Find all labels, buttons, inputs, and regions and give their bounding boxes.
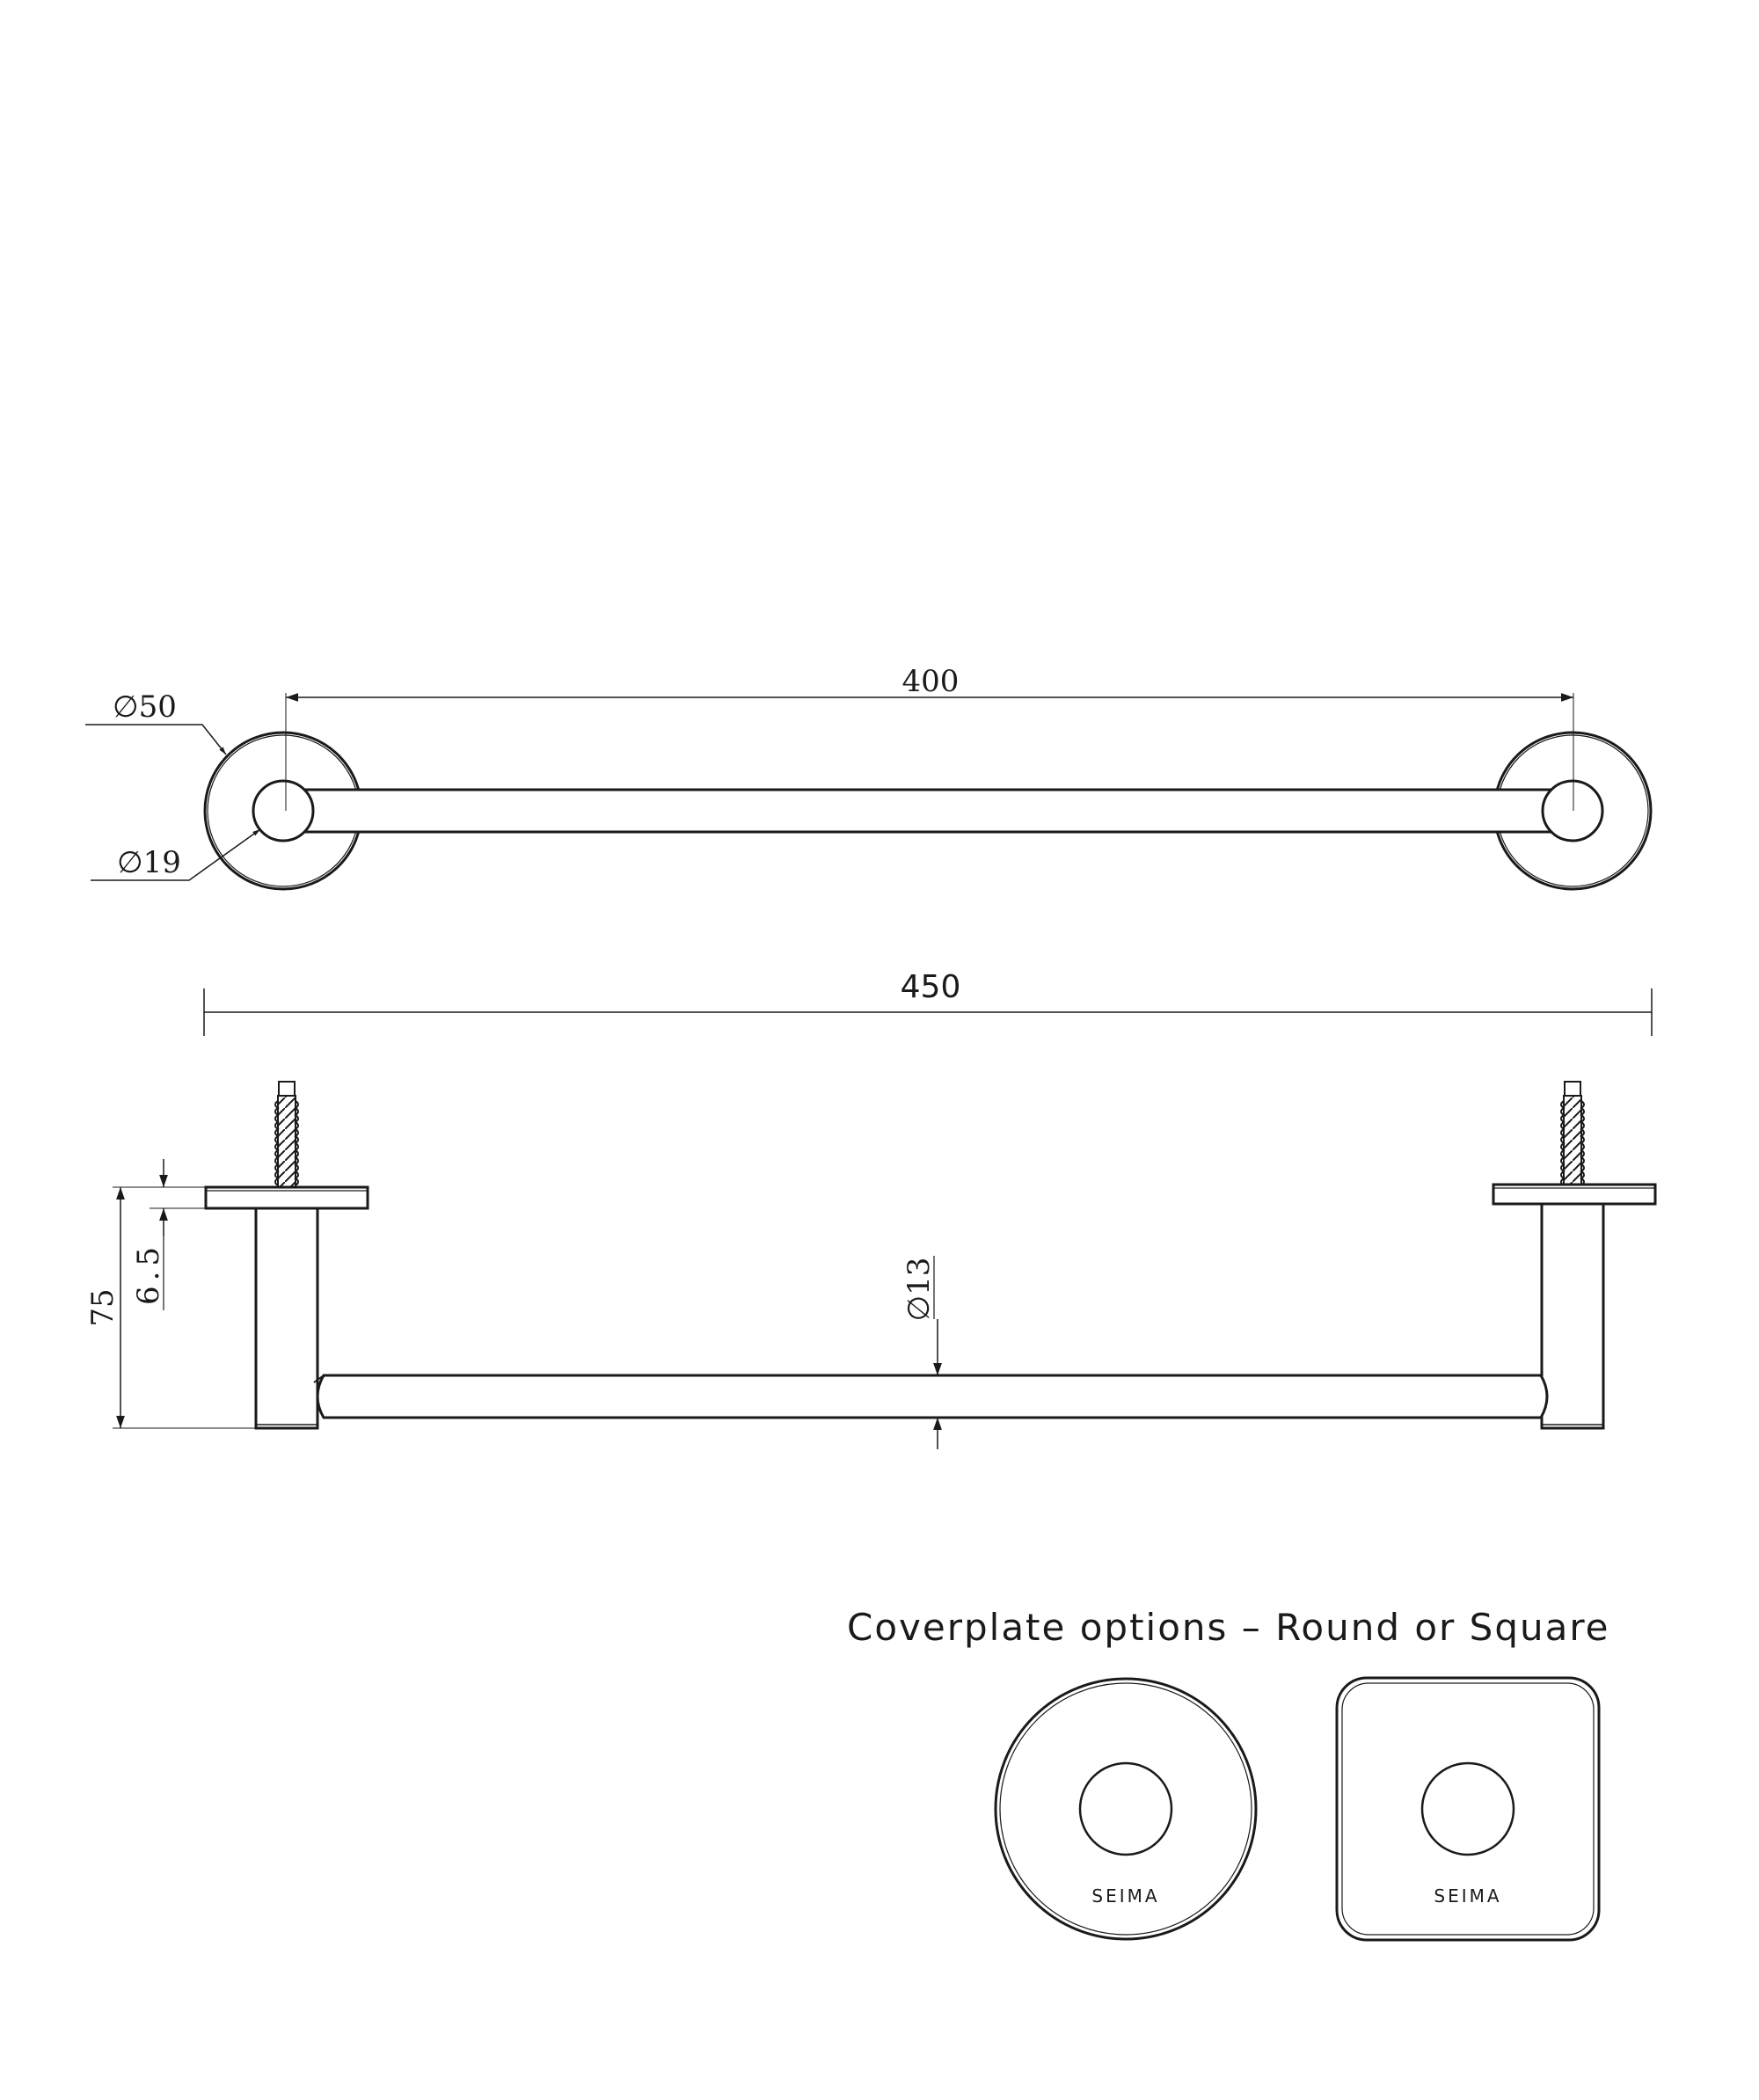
top-view — [85, 693, 1653, 891]
round-coverplate-brand: SEIMA — [1091, 1885, 1159, 1907]
right-post — [1541, 779, 1604, 842]
square-coverplate — [1335, 1676, 1601, 1942]
leader-post-diameter — [91, 828, 261, 881]
leader-plate-diameter — [85, 724, 227, 755]
left-screw — [274, 1081, 299, 1188]
dim-label-75: 75 — [85, 1288, 120, 1326]
towel-bar-side — [316, 1374, 1549, 1419]
right-screw — [1560, 1081, 1585, 1188]
square-coverplate-hole — [1420, 1761, 1515, 1856]
round-coverplate — [994, 1677, 1258, 1941]
left-post-side — [254, 1207, 319, 1430]
side-view — [113, 988, 1657, 1449]
dim-label-400: 400 — [902, 664, 960, 699]
dim-label-post-diameter: ∅19 — [117, 845, 181, 880]
coverplate-caption: Coverplate options – Round or Square — [847, 1606, 1610, 1649]
dim-label-plate-diameter: ∅50 — [113, 689, 177, 725]
square-coverplate-brand: SEIMA — [1434, 1885, 1501, 1907]
towel-bar-top — [281, 788, 1574, 834]
right-plate-side — [1492, 1183, 1657, 1206]
right-post-side — [1540, 1202, 1605, 1430]
dim-label-450: 450 — [901, 969, 961, 1005]
round-coverplate-hole — [1078, 1761, 1173, 1856]
dim-label-6-5: 6.5 — [131, 1242, 166, 1305]
dim-label-bar-diameter: ∅13 — [901, 1258, 937, 1322]
left-post — [252, 779, 315, 842]
